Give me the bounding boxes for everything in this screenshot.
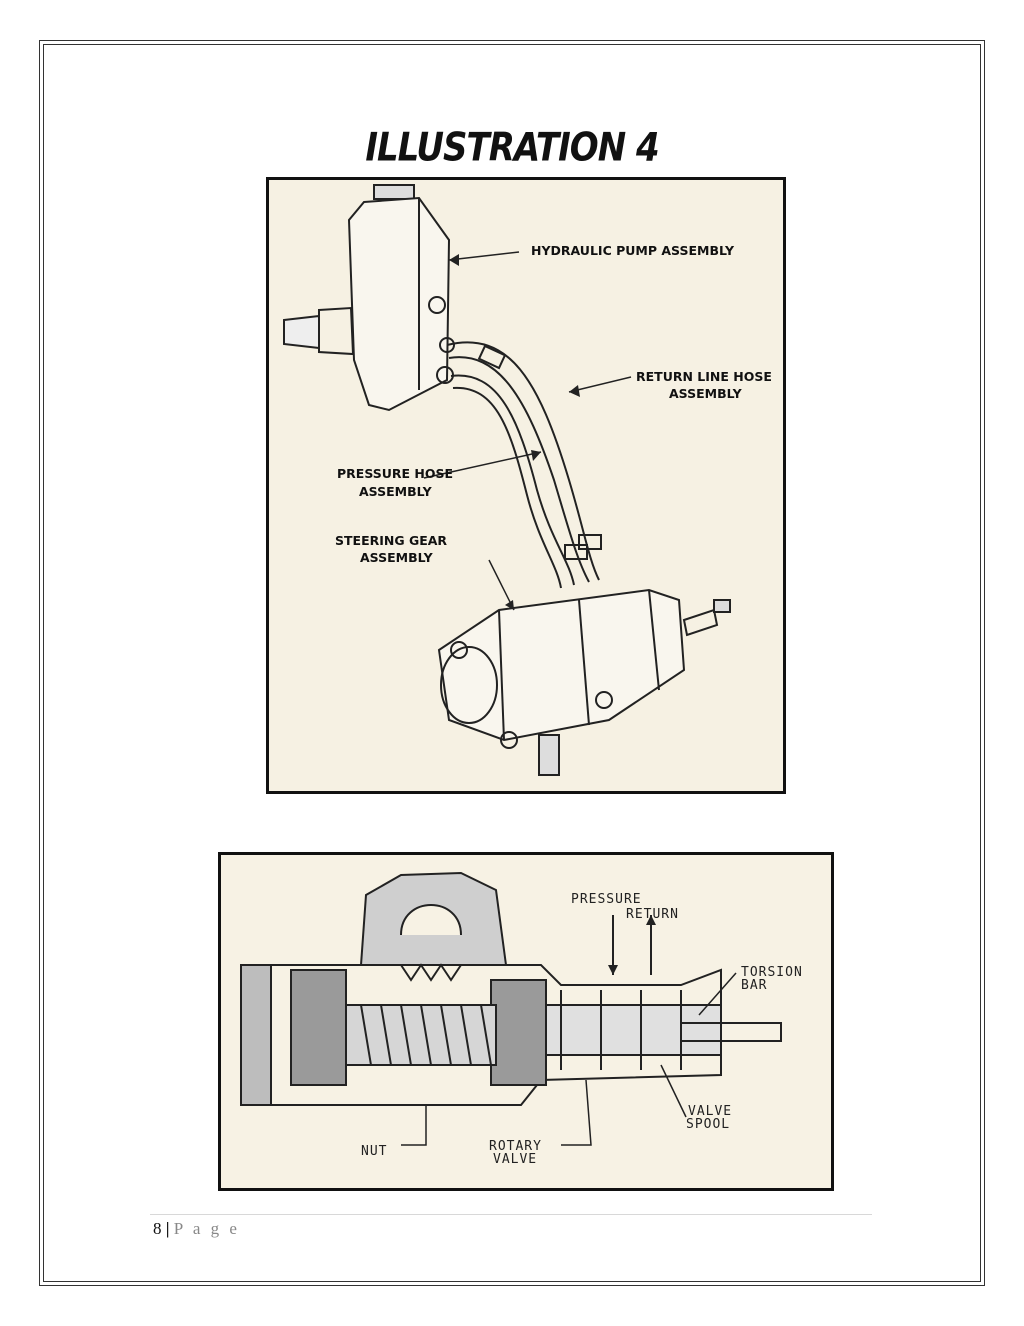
steering-gear-cutaway-figure: PRESSURE RETURN TORSION BAR VALVE SPOOL … [218, 852, 834, 1191]
steering-gear-cutaway-drawing [240, 871, 782, 1146]
label-pressure-hose-1: PRESSURE HOSE [337, 466, 454, 481]
page-border-outer [39, 40, 985, 1286]
label-rotary-2: VALVE [493, 1152, 538, 1167]
footer-separator: | [165, 1219, 170, 1238]
footer-divider [150, 1214, 872, 1215]
label-pressure: PRESSURE [571, 892, 642, 907]
page-word: P a g e [173, 1219, 240, 1238]
label-nut: NUT [361, 1144, 388, 1159]
label-pressure-hose-2: ASSEMBLY [359, 484, 432, 499]
power-steering-system-figure: HYDRAULIC PUMP ASSEMBLY RETURN LINE HOSE… [266, 177, 786, 794]
page-number: 8 [153, 1219, 162, 1238]
label-valve-1: VALVE [688, 1104, 733, 1119]
label-steering-gear-2: ASSEMBLY [360, 550, 433, 565]
page-footer: 8 | P a g e [153, 1219, 240, 1239]
label-return: RETURN [626, 907, 679, 922]
page-border-inner [43, 44, 981, 1282]
label-return-line-1: RETURN LINE HOSE [636, 369, 772, 384]
label-steering-gear-1: STEERING GEAR [335, 533, 448, 548]
label-valve-2: SPOOL [686, 1117, 731, 1132]
label-rotary-1: ROTARY [489, 1139, 542, 1154]
illustration-title: ILLUSTRATION 4 [365, 125, 659, 171]
label-hydraulic-pump: HYDRAULIC PUMP ASSEMBLY [531, 243, 735, 258]
label-return-line-2: ASSEMBLY [669, 386, 742, 401]
power-steering-drawing [283, 184, 731, 776]
label-torsion-2: BAR [741, 978, 768, 993]
label-torsion-1: TORSION [741, 965, 803, 980]
